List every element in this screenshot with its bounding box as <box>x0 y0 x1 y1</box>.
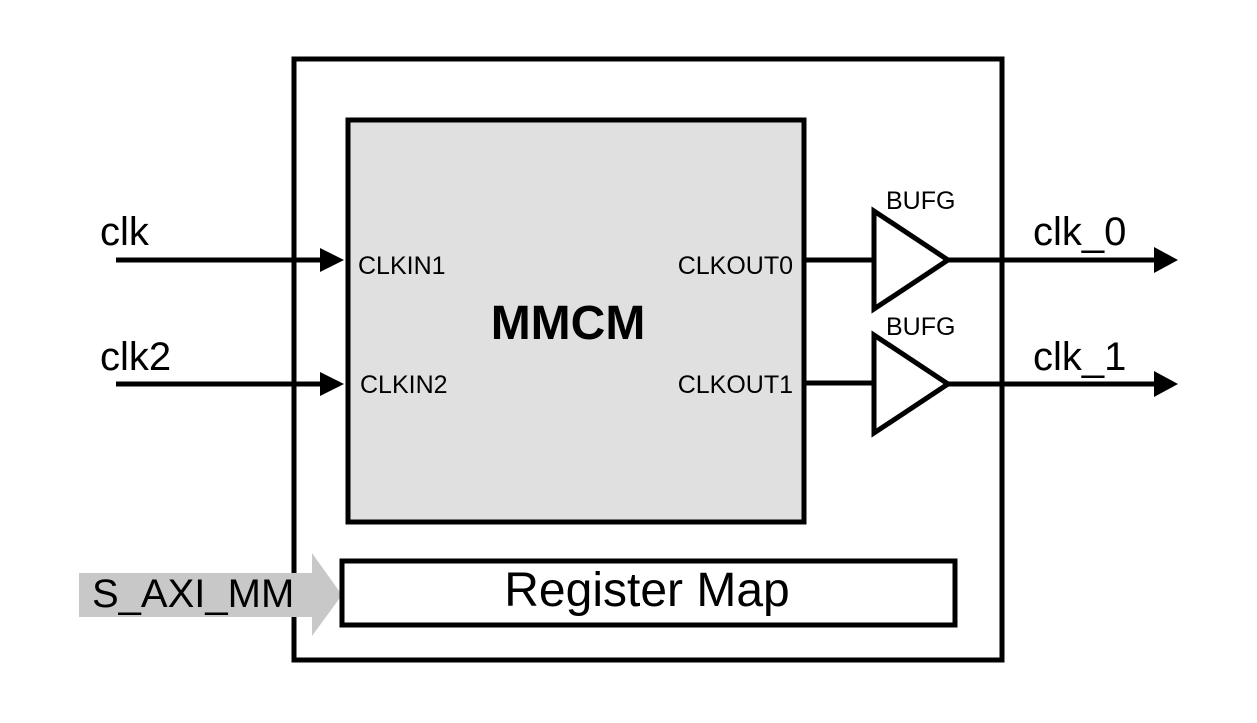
port-clkin2-label: CLKIN2 <box>360 371 448 399</box>
input-clk2-label: clk2 <box>100 335 171 379</box>
s-axi-bus-arrow <box>79 553 342 636</box>
output-clk0-arrowhead <box>1154 247 1178 273</box>
bufg1-label: BUFG <box>886 313 955 341</box>
output-clk1-label: clk_1 <box>1033 335 1126 379</box>
input-clk2-arrowhead <box>320 372 344 396</box>
register-map-label: Register Map <box>504 564 789 617</box>
port-clkout0-label: CLKOUT0 <box>678 252 793 280</box>
mmcm-title: MMCM <box>491 297 646 350</box>
s-axi-bus-label: S_AXI_MM <box>92 572 294 616</box>
output-clk0-label: clk_0 <box>1033 210 1126 254</box>
input-clk-arrowhead <box>320 248 344 272</box>
output-clk1-arrowhead <box>1154 371 1178 397</box>
mmcm-block <box>345 117 807 525</box>
bufg0-triangle <box>871 206 953 314</box>
port-clkout1-label: CLKOUT1 <box>678 371 793 399</box>
bufg0-label: BUFG <box>886 187 955 215</box>
input-clk-label: clk <box>100 210 150 254</box>
port-clkin1-label: CLKIN1 <box>358 252 446 280</box>
bufg1-triangle <box>871 330 953 438</box>
register-map-block <box>339 558 958 628</box>
